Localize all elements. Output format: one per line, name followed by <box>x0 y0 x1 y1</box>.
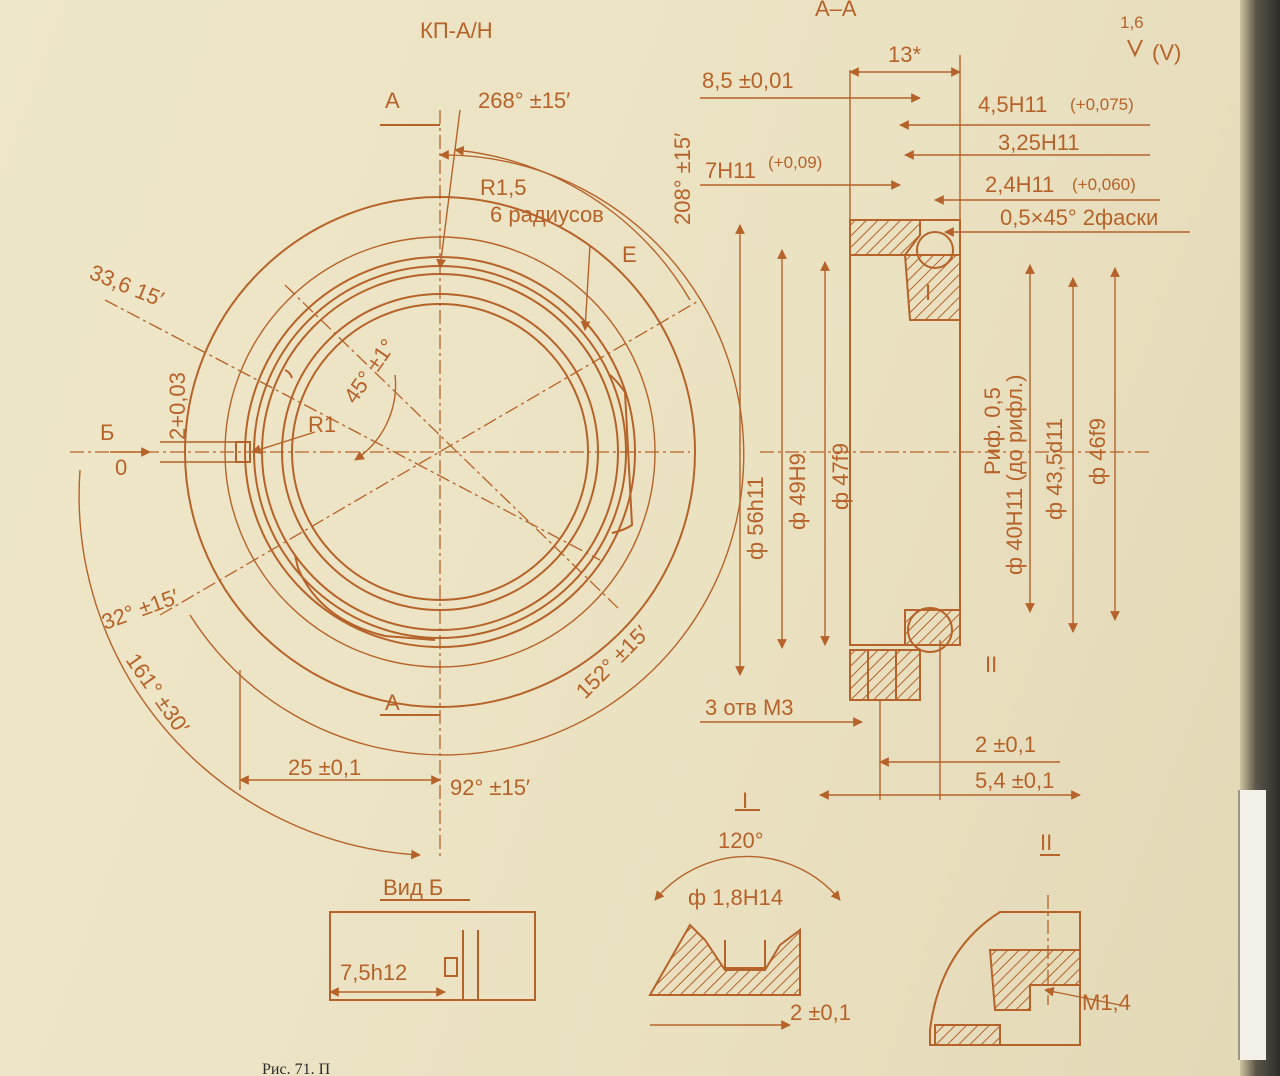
view-b-outline <box>329 911 536 1001</box>
detail-ii-circle <box>907 607 953 653</box>
dimension-circle <box>224 236 656 668</box>
view-b-title: Вид Б <box>383 875 443 900</box>
d43-5-label: ф 43,5d11 <box>1042 418 1067 520</box>
angle-arc-208 <box>454 145 691 301</box>
detail-i-angle: 120° <box>718 828 764 853</box>
angle-268-label: 268° ±15′ <box>478 88 570 113</box>
angle-92-label: 92° ±15′ <box>450 775 530 800</box>
detail-ii <box>929 854 1121 1046</box>
dim-8-5-label: 8,5 ±0,01 <box>702 68 794 93</box>
figure-caption: Рис. 71. П <box>262 1061 331 1076</box>
detail-ii-outline <box>929 911 1081 1046</box>
circle-3 <box>261 273 619 631</box>
detail-ii-title: II <box>1040 830 1052 855</box>
view-mark-b: Б <box>100 420 114 445</box>
d56-label: ф 56h11 <box>743 476 768 560</box>
view-b-dim: 7,5h12 <box>340 960 407 985</box>
detail-i-angle-arc <box>654 855 841 901</box>
next-page-edge <box>1238 790 1266 1060</box>
notch-2 <box>609 374 634 534</box>
d46-label: ф 46f9 <box>1085 418 1110 485</box>
front-view <box>70 109 745 860</box>
section-a-a <box>700 55 1190 800</box>
screw-hole <box>867 649 897 701</box>
rif-label: Риф. 0,5 <box>980 387 1005 475</box>
screw-hatch <box>849 649 921 701</box>
roughness-symbol <box>1127 39 1143 58</box>
detail-i-diameter: ф 1,8H14 <box>688 885 783 910</box>
arrow-e <box>580 244 591 331</box>
angle-32-label: 32° ±15′ <box>98 584 182 635</box>
detail-2-mark: II <box>985 652 997 677</box>
dim-3-25-label: 3,25H11 <box>998 130 1080 155</box>
arrow-r1-5 <box>436 109 461 269</box>
detail-1-mark: I <box>925 280 931 305</box>
dim-13-label: 13* <box>888 42 921 67</box>
detail-ii-thread: M1,4 <box>1082 990 1131 1015</box>
diagonal-centerline-3 <box>284 284 621 611</box>
angle-208-label: 208° ±15′ <box>670 133 695 225</box>
top-hatch-right <box>903 254 961 321</box>
view-b <box>329 899 536 1001</box>
d40-label: ф 40H11 (до рифл.) <box>1002 375 1027 575</box>
top-hatch-left <box>849 219 921 256</box>
dim-7-tol: (+0,09) <box>768 153 822 172</box>
dim-2-01-label: 2 ±0,1 <box>975 732 1036 757</box>
dim-2-label: 2+0,03 <box>165 372 190 440</box>
angle-arc-268 <box>189 150 745 756</box>
dim-25-label: 25 ±0,1 <box>288 755 361 780</box>
dim-7-label: 7H11 <box>705 158 756 183</box>
detail-i-dim-2: 2 ±0,1 <box>790 1000 851 1025</box>
radius-r1-5-label: R1,5 <box>480 175 526 200</box>
d47-label: ф 47f9 <box>828 443 853 510</box>
angle-arc-161 <box>78 469 421 860</box>
label-e: Е <box>622 242 637 267</box>
dim-2-4-tol: (+0,060) <box>1072 175 1136 194</box>
radius-r1-label: R1 <box>308 412 336 437</box>
inner-circle <box>291 303 589 601</box>
roughness-value: 1,6 <box>1120 13 1144 32</box>
arrow-r1 <box>251 431 316 455</box>
section-mark-a-top: А <box>385 88 400 113</box>
dim-5-4-label: 5,4 ±0,1 <box>975 768 1054 793</box>
angle-33-6-label: 33,6 15′ <box>86 259 167 311</box>
detail-i <box>648 809 841 1030</box>
detail-i-title: I <box>742 788 748 813</box>
holes-label: 3 отв М3 <box>705 695 794 720</box>
notch-3 <box>294 554 436 641</box>
dim-2-4-label: 2,4H11 <box>985 172 1054 197</box>
chamfer-label: 0,5×45° 2фаски <box>1000 205 1158 230</box>
outer-circle <box>244 256 636 648</box>
section-title: А–А <box>815 0 857 21</box>
bottom-hatch <box>904 609 961 646</box>
slot-b <box>235 441 251 463</box>
dim-4-5-label: 4,5H11 <box>978 92 1047 117</box>
detail-i-hole <box>724 940 766 969</box>
roughness-suffix: (V) <box>1152 40 1181 65</box>
notch-1 <box>284 369 293 379</box>
detail-ii-hatch <box>988 949 1081 1011</box>
circle-4 <box>281 293 599 611</box>
detail-i-hatch <box>648 923 801 996</box>
outer-arc-circle <box>184 196 696 708</box>
dim-4-5-tol: (+0,075) <box>1070 95 1134 114</box>
view-b-slot <box>444 957 458 977</box>
arc-45 <box>354 374 397 461</box>
thread-leader <box>1044 986 1121 1006</box>
zero-mark: 0 <box>115 455 127 480</box>
angle-161-label: 161° ±30′ <box>121 649 194 739</box>
detail-ii-hatch-2 <box>934 1024 1001 1046</box>
diagonal-centerline-2 <box>159 299 701 616</box>
section-mark-a-bottom: А <box>385 690 400 715</box>
detail-i-circle <box>916 231 954 269</box>
radius-count-label: 6 радиусов <box>490 202 604 227</box>
drawing-title: КП-А/Н <box>420 18 493 43</box>
d49-label: ф 49H9 <box>785 453 810 530</box>
diagonal-centerline-1 <box>104 299 601 561</box>
